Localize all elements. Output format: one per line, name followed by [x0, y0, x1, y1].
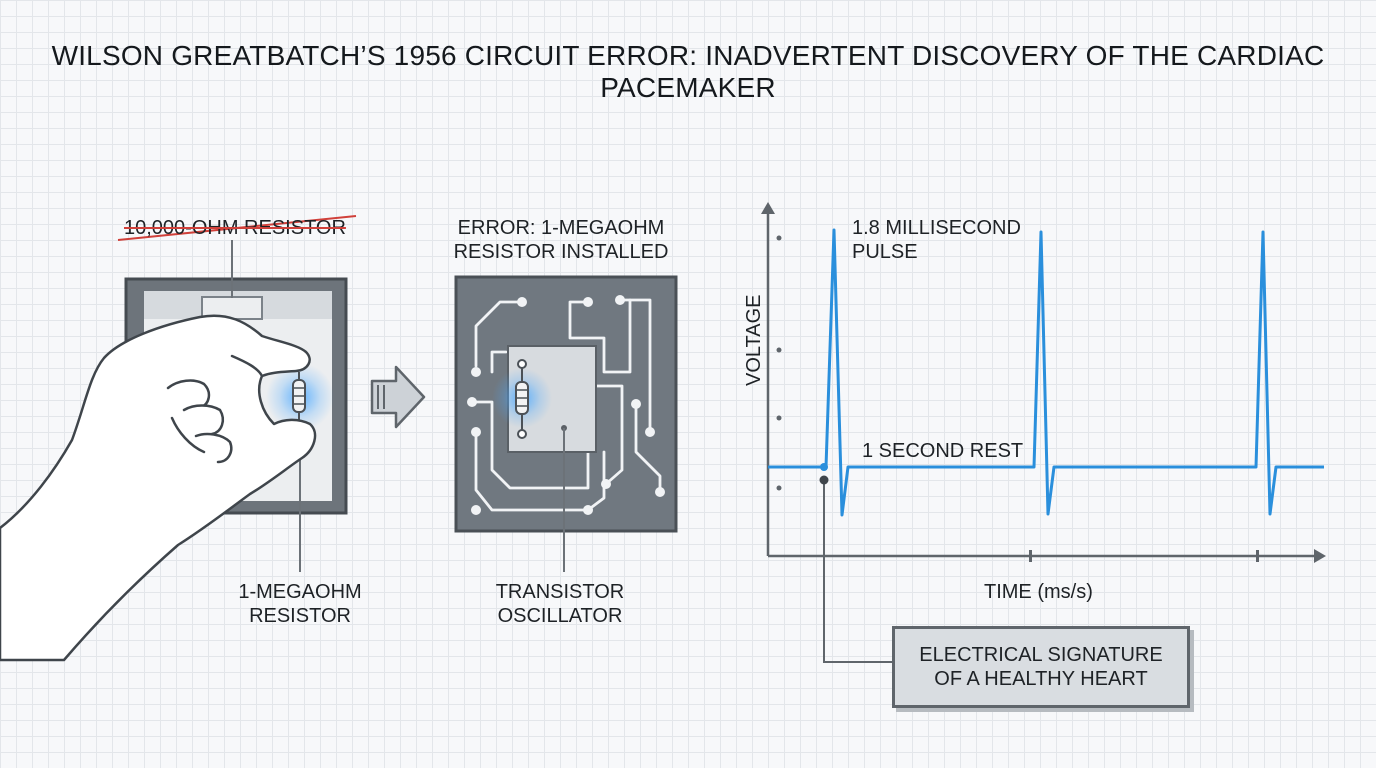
installed-resistor-label-line1: 1-MEGAOHM [238, 581, 362, 603]
installed-resistor-label-line2: RESISTOR [249, 605, 351, 627]
oscillator-label: TRANSISTOR OSCILLATOR [460, 580, 660, 628]
signature-connector [819, 463, 892, 663]
waveform-axes [761, 202, 1326, 563]
hand-icon [0, 314, 317, 662]
page-title: WILSON GREATBATCH’S 1956 CIRCUIT ERROR: … [51, 40, 1325, 103]
healthy-heart-callout: ELECTRICAL SIGNATURE OF A HEALTHY HEART [892, 626, 1190, 708]
x-axis-label: TIME (ms/s) [984, 581, 1093, 603]
y-axis-label: VOLTAGE [743, 294, 765, 386]
oscillator-label-line1: TRANSISTOR [495, 581, 625, 603]
oscillator-label-line2: OSCILLATOR [497, 605, 623, 627]
pulse-label-line1: 1.8 MILLISECOND [852, 217, 1021, 239]
pulse-label: 1.8 MILLISECOND PULSE [852, 216, 1021, 264]
circuit-board [454, 275, 678, 533]
callout-line2: OF A HEALTHY HEART [934, 668, 1148, 690]
error-label-line1: ERROR: 1-MEGAOHM [457, 217, 665, 239]
held-resistor-icon [292, 372, 306, 420]
installed-resistor-label: 1-MEGAOHM RESISTOR [200, 580, 400, 628]
callout-line1: ELECTRICAL SIGNATURE [919, 644, 1163, 666]
pulse-label-line2: PULSE [852, 241, 918, 263]
intended-value-strike [117, 215, 357, 241]
error-label: ERROR: 1-MEGAOHM RESISTOR INSTALLED [436, 216, 686, 264]
intended-resistor-label: 10,000-OHM RESISTOR [124, 217, 346, 239]
pulse-waveform [768, 228, 1324, 517]
transition-arrow-icon [370, 365, 426, 429]
error-label-line2: RESISTOR INSTALLED [453, 241, 669, 263]
rest-label: 1 SECOND REST [862, 440, 1024, 462]
axis-ticks [776, 235, 1259, 562]
